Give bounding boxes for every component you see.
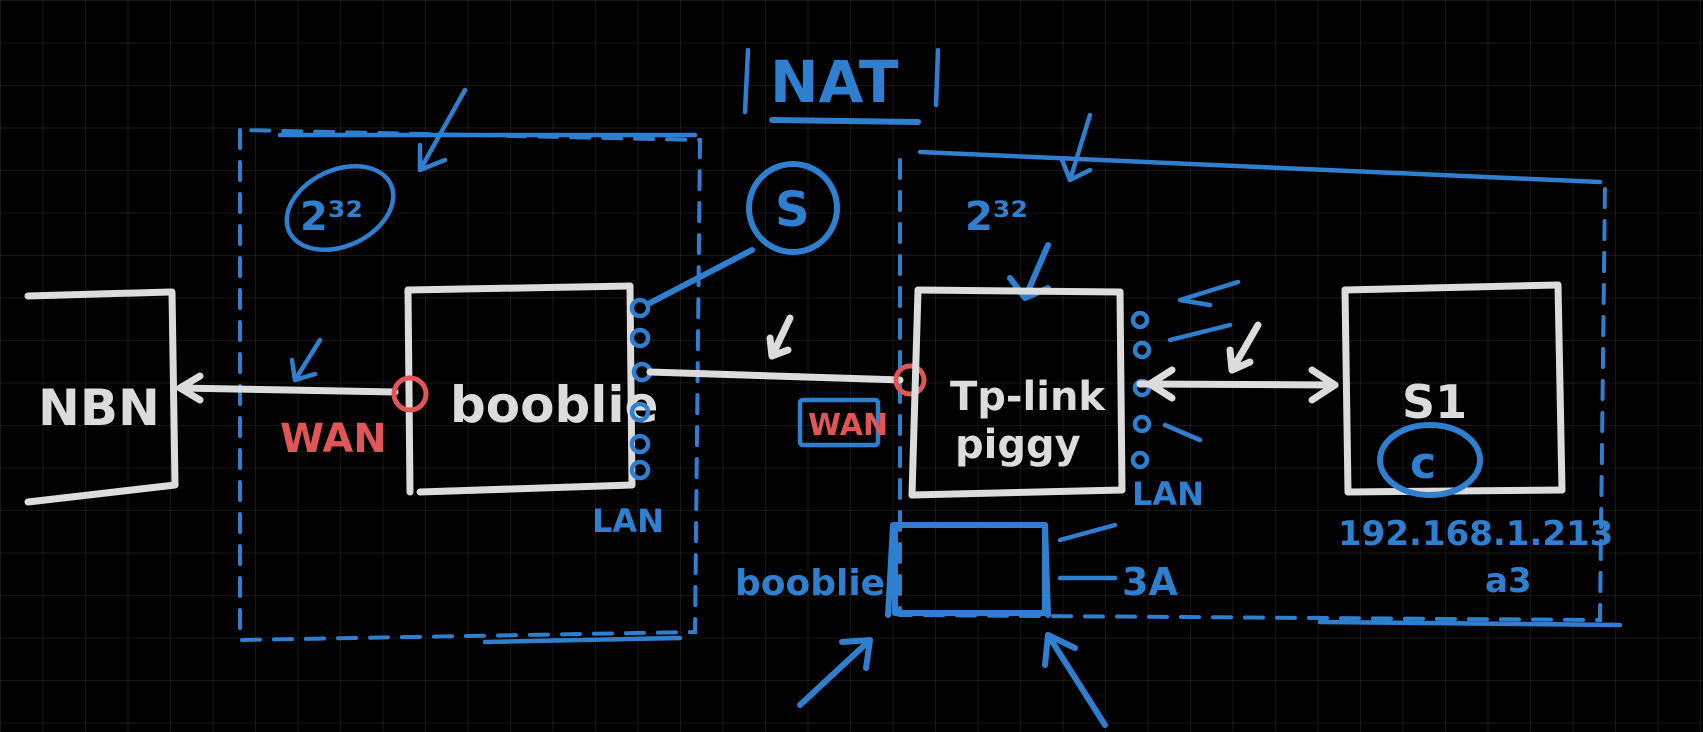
pointer-arrow-icon [1057,522,1118,581]
booblie-sketch-label: booblie [735,563,885,604]
arrowhead-icon [1146,366,1176,402]
up-arrow-icon [1042,632,1108,728]
nat-region-left [238,127,703,643]
pointer-arrow-icon [766,314,794,360]
c-node-label: c [1410,438,1436,489]
tplink-lan-label: LAN [1132,475,1204,513]
pointer-arrow-icon [1162,279,1241,443]
tplink-label-line1: Tp-link [950,374,1106,420]
tplink-wan-box [797,397,881,448]
underline [1317,619,1623,628]
tplink-label-line2: piggy [955,422,1081,468]
nat-label: NAT [770,48,899,116]
wan-link [176,384,399,396]
pointer-arrow-icon [1059,112,1093,183]
pointer-arrow-icon [1226,321,1262,374]
nbn-label: NBN [38,379,160,437]
s-link [645,247,755,307]
address-space-left: 2³² [300,194,363,240]
s-node [746,161,840,255]
s1-ip-sub: a3 [1485,561,1532,601]
address-space-right: 2³² [965,194,1028,240]
booblie-device-sketch [885,522,1051,618]
three-a-label: 3A [1122,560,1178,604]
tplink-wan-port [893,363,927,397]
up-arrow-icon [797,637,873,708]
pointer-arrow-icon [417,87,468,173]
s-node-label: S [775,182,810,238]
nat-heading: NAT [742,47,941,125]
arrowhead-icon [1308,366,1339,404]
address-space-bubble [284,163,396,253]
lan-to-wan-link [646,368,904,384]
pointer-arrow-icon [289,337,323,383]
underline [482,635,683,645]
booblie-wan-port [391,375,429,413]
nbn-box [24,288,179,506]
s1-label: S1 [1402,375,1467,429]
c-node [1377,422,1483,498]
s1-ip-label: 192.168.1.213 [1338,514,1613,554]
lan-to-s1-link [1136,380,1339,389]
booblie-box [404,282,636,496]
booblie-lan-label: LAN [592,502,664,540]
arrowhead-icon [176,372,204,404]
tplink-lan-ports [1130,310,1152,470]
booblie-label: booblie [450,376,658,434]
wan-label: WAN [280,416,387,462]
tplink-box [908,286,1126,499]
tplink-wan-label: WAN [808,408,888,443]
